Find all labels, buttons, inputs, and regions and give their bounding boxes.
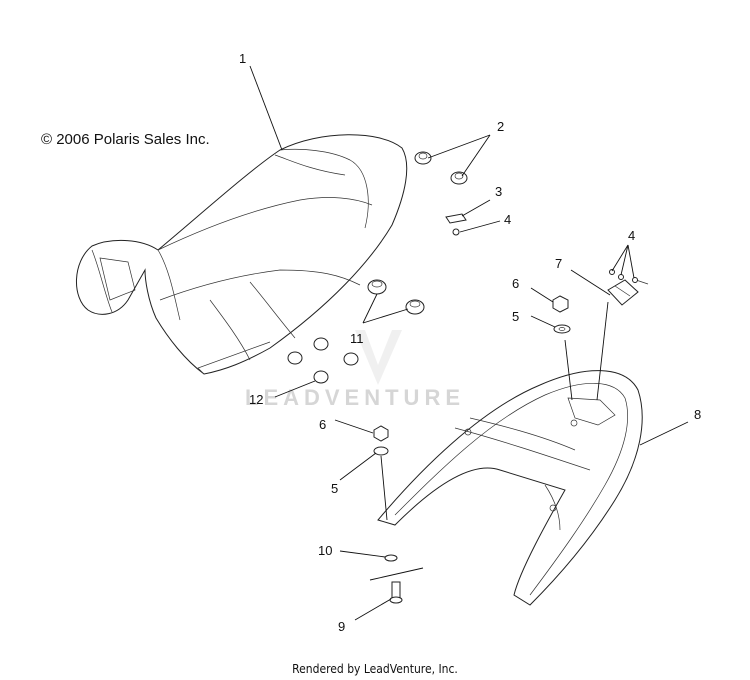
- clip-part-3: [445, 213, 467, 224]
- callout-5b: 5: [331, 481, 338, 496]
- screw-part-4a: [452, 228, 460, 236]
- washer-part-5b: [373, 446, 389, 456]
- grommet-part-12d: [313, 370, 329, 384]
- washer-part-5a: [553, 324, 571, 334]
- callout-3: 3: [495, 184, 502, 199]
- grommet-part-12a: [313, 337, 329, 351]
- callout-4a: 4: [504, 212, 511, 227]
- callout-11: 11: [350, 331, 364, 346]
- grommet-part-11b: [405, 299, 425, 315]
- rear-cowl-part-8: [377, 370, 643, 606]
- watermark-logo: [355, 330, 402, 385]
- grommet-part-12b: [287, 351, 303, 365]
- grommet-part-11a: [367, 279, 387, 295]
- callout-12: 12: [249, 392, 263, 407]
- grommet-part-12c: [343, 352, 359, 366]
- grommet-part-2b: [450, 171, 468, 185]
- callout-5a: 5: [512, 309, 519, 324]
- clip-part-10: [384, 554, 398, 562]
- nut-part-6a: [552, 295, 569, 313]
- footer-credit: Rendered by LeadVenture, Inc.: [292, 662, 458, 676]
- nut-part-6b: [373, 425, 389, 442]
- callout-8: 8: [694, 407, 701, 422]
- callout-10: 10: [318, 543, 332, 558]
- grommet-part-2a: [414, 151, 432, 165]
- seat-part-1: [76, 134, 408, 375]
- latch-part-7: [607, 269, 649, 306]
- callout-6b: 6: [319, 417, 326, 432]
- callout-9: 9: [338, 619, 345, 634]
- callout-1: 1: [239, 51, 246, 66]
- bolt-part-9: [389, 581, 403, 604]
- callout-7: 7: [555, 256, 562, 271]
- callout-6a: 6: [512, 276, 519, 291]
- copyright-text: © 2006 Polaris Sales Inc.: [41, 131, 210, 148]
- callout-4b: 4: [628, 228, 635, 243]
- watermark-text: LEADVENTURE: [245, 385, 466, 410]
- callout-2: 2: [497, 119, 504, 134]
